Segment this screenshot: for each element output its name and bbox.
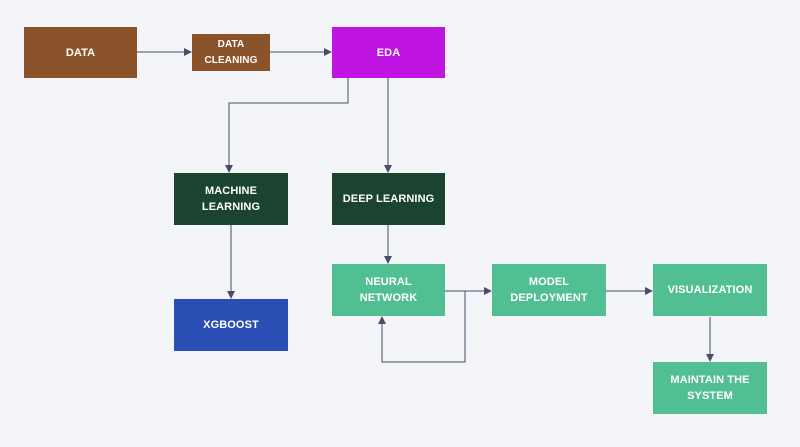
- node-machine-learning: MACHINE LEARNING: [174, 173, 288, 225]
- node-neural-network: NEURAL NETWORK: [332, 264, 445, 316]
- edge-eda-to-machine-learning: [225, 78, 349, 173]
- node-deep-learning: DEEP LEARNING: [332, 173, 445, 225]
- node-model-deployment: MODEL DEPLOYMENT: [492, 264, 606, 316]
- node-eda: EDA: [332, 27, 445, 78]
- node-visualization: VISUALIZATION: [653, 264, 767, 316]
- node-xgboost: XGBOOST: [174, 299, 288, 351]
- node-data: DATA: [24, 27, 137, 78]
- node-data-cleaning: DATA CLEANING: [192, 34, 270, 71]
- edge-neural-network-loop: [378, 291, 466, 363]
- node-maintain-the-system: MAINTAIN THE SYSTEM: [653, 362, 767, 414]
